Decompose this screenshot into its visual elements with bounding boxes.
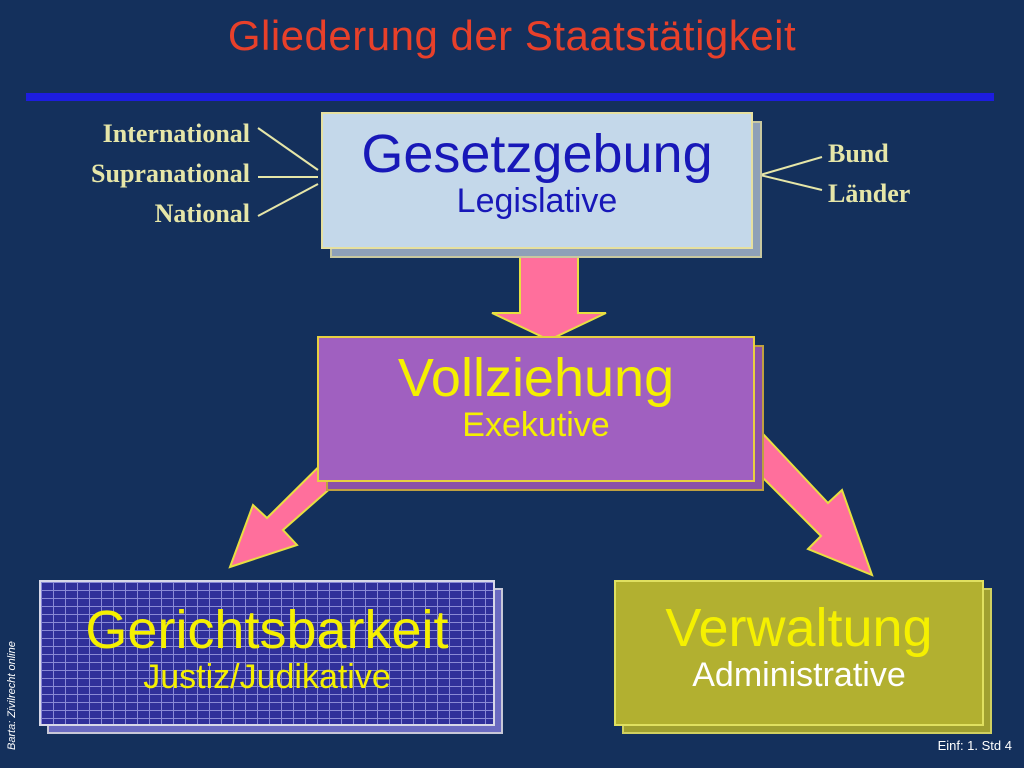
executive-subheading: Exekutive [462, 405, 610, 444]
legislative-box-face: Gesetzgebung Legislative [321, 112, 753, 249]
executive-heading: Vollziehung [397, 348, 675, 408]
federal-list: Bund Länder [828, 134, 910, 214]
legislative-subheading: Legislative [456, 181, 618, 220]
judiciary-heading: Gerichtsbarkeit [85, 600, 449, 660]
legislative-heading: Gesetzgebung [361, 124, 713, 184]
legislative-box: Gesetzgebung Legislative [321, 112, 762, 258]
credit-text: Barta: Zivilrecht online [6, 641, 18, 750]
arrow-legislative-to-executive [491, 254, 607, 342]
executive-box: Vollziehung Exekutive [317, 336, 764, 491]
slide-footer: Einf: 1. Std 4 [937, 738, 1012, 753]
judiciary-subheading: Justiz/Judikative [143, 657, 391, 696]
connector-international [257, 127, 319, 171]
connector-national [257, 183, 319, 217]
administration-heading: Verwaltung [665, 598, 933, 658]
administration-box: Verwaltung Administrative [614, 580, 992, 734]
administration-subheading: Administrative [692, 655, 906, 694]
level-list: International Supranational National [91, 114, 250, 234]
administration-box-face: Verwaltung Administrative [614, 580, 984, 726]
level-international: International [102, 119, 250, 148]
judiciary-box: Gerichtsbarkeit Justiz/Judikative [39, 580, 503, 734]
slide-title: Gliederung der Staatstätigkeit [227, 12, 797, 59]
federal-bund: Bund [828, 139, 889, 168]
title-rule [26, 93, 994, 101]
federal-laender: Länder [828, 179, 911, 208]
connector-laender [759, 174, 823, 191]
level-supranational: Supranational [91, 159, 250, 188]
connector-bund [759, 156, 823, 176]
judiciary-box-face: Gerichtsbarkeit Justiz/Judikative [39, 580, 495, 726]
executive-box-face: Vollziehung Exekutive [317, 336, 755, 482]
level-national: National [154, 199, 250, 228]
